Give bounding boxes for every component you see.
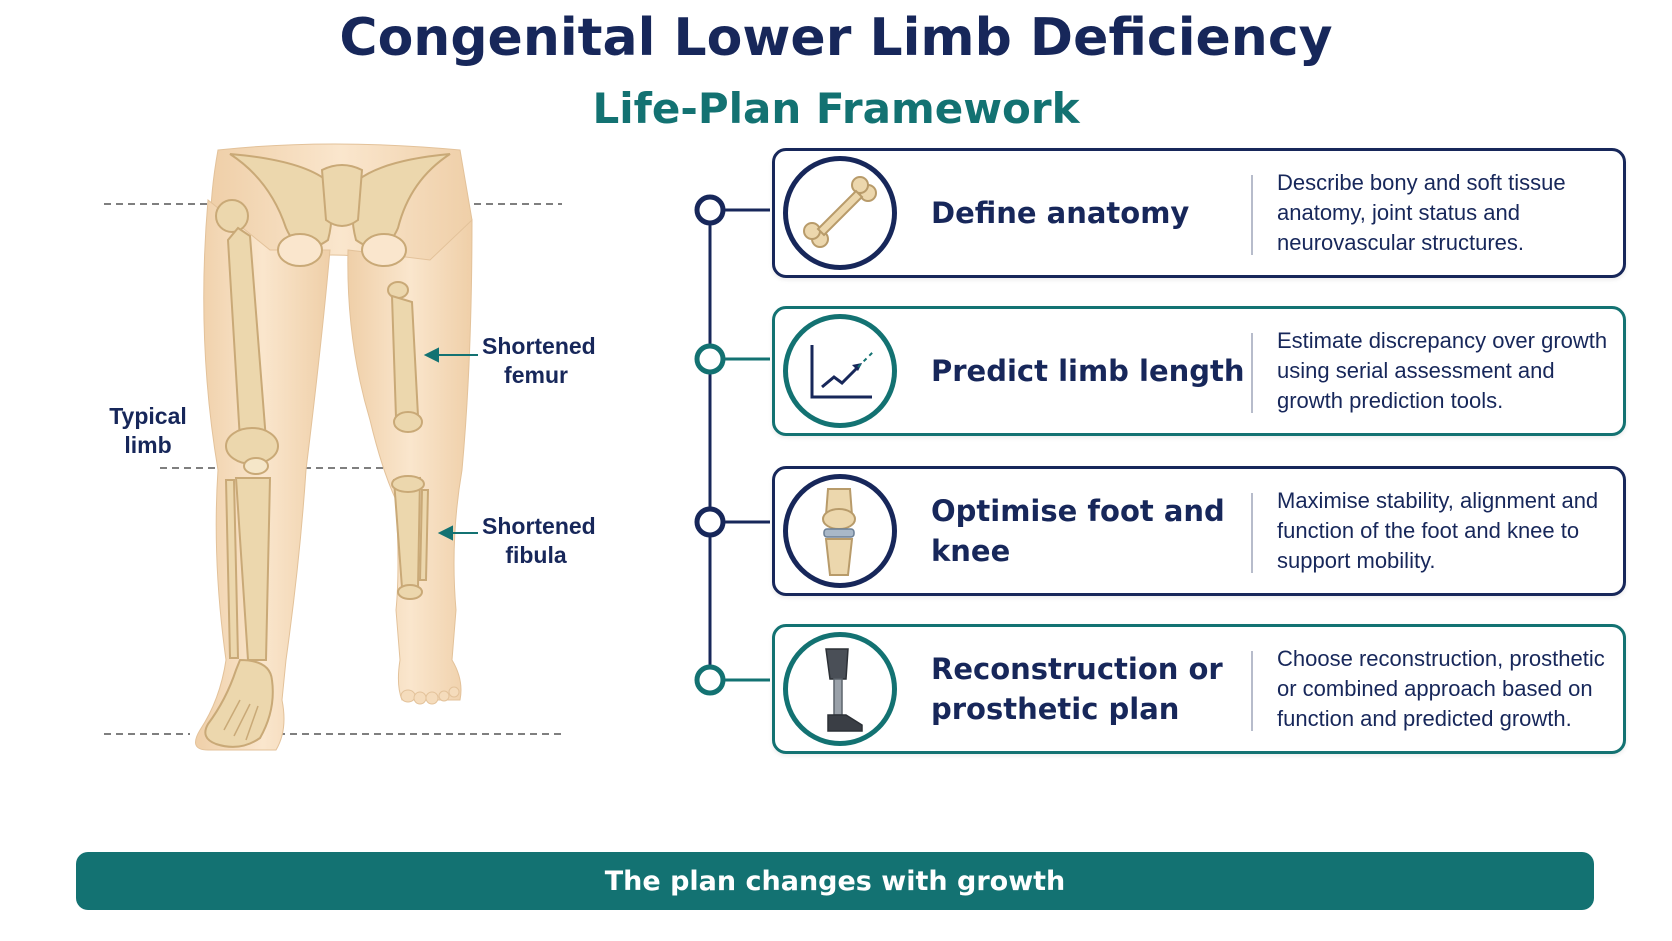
- knee-joint-icon: [822, 488, 856, 576]
- footer-banner: The plan changes with growth: [76, 852, 1594, 910]
- step-icon-circle: [783, 156, 897, 270]
- page-title: Congenital Lower Limb Deficiency: [339, 8, 1333, 68]
- card-divider: [1251, 493, 1253, 573]
- timeline-node-3: [694, 506, 726, 538]
- step-card-optimise-foot-knee: Optimise foot and knee Maximise stabilit…: [772, 466, 1626, 596]
- step-description: Choose reconstruction, prosthetic or com…: [1277, 646, 1605, 731]
- prosthetic-leg-icon: [825, 648, 863, 732]
- annotation-arrows: [423, 347, 478, 541]
- timeline-node-1: [694, 194, 726, 226]
- timeline-node-2: [694, 343, 726, 375]
- page-subtitle: Life-Plan Framework: [592, 84, 1080, 133]
- step-title: Predict limb length: [931, 354, 1245, 388]
- step-icon-circle: [783, 632, 897, 746]
- card-divider: [1251, 651, 1253, 731]
- step-description: Estimate discrepancy over growth using s…: [1277, 328, 1608, 413]
- step-title: Define anatomy: [931, 196, 1190, 230]
- step-card-define-anatomy: Define anatomy Describe bony and soft ti…: [772, 148, 1626, 278]
- card-divider: [1251, 175, 1253, 255]
- step-description: Maximise stability, alignment and functi…: [1277, 488, 1599, 573]
- reference-lines: [104, 203, 562, 735]
- step-description: Describe bony and soft tissue anatomy, j…: [1277, 170, 1566, 255]
- step-icon-circle: [783, 314, 897, 428]
- growth-chart-icon: [810, 345, 875, 399]
- label-shortened-femur: Shortened femur: [482, 333, 596, 388]
- label-typical-limb: Typical limb: [109, 403, 187, 458]
- timeline-node-4: [694, 664, 726, 696]
- legs-skeleton-illustration: [104, 143, 562, 751]
- bone-icon: [803, 176, 877, 248]
- step-card-reconstruction-plan: Reconstruction or prosthetic plan Choose…: [772, 624, 1626, 754]
- step-title: Reconstruction or prosthetic plan: [931, 652, 1223, 726]
- anatomy-illustration: Typical limb Shortened femur Shortened f…: [100, 140, 660, 820]
- step-title: Optimise foot and knee: [931, 494, 1225, 568]
- timeline-connector: [694, 194, 770, 696]
- step-icon-circle: [783, 474, 897, 588]
- card-divider: [1251, 333, 1253, 413]
- step-card-predict-limb-length: Predict limb length Estimate discrepancy…: [772, 306, 1626, 436]
- label-shortened-fibula: Shortened fibula: [482, 513, 596, 568]
